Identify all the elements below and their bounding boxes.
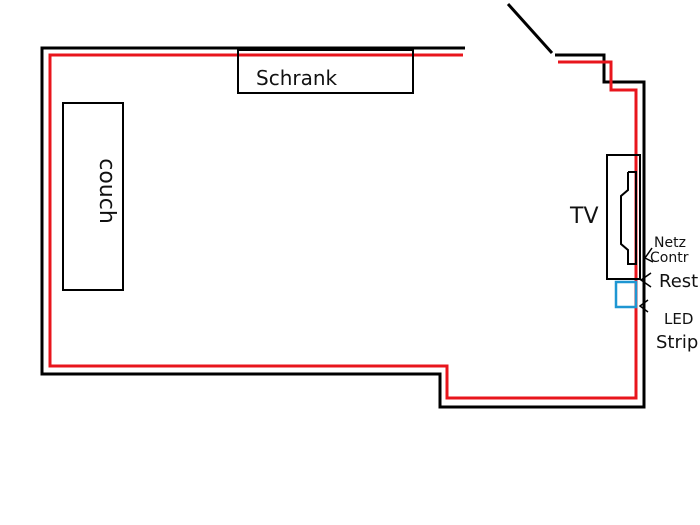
couch-label: couch — [94, 158, 119, 224]
tv-screen-shape — [620, 171, 637, 265]
door-line — [506, 2, 554, 55]
controller-label-line1: Netz — [654, 235, 686, 251]
led-strip-path — [48, 53, 638, 400]
led-arrow — [638, 299, 649, 313]
tv-label: TV — [569, 204, 599, 229]
led-label-line1: LED — [664, 310, 693, 328]
controller-box — [614, 280, 638, 309]
controller-arrow — [643, 247, 654, 263]
tv-cabinet-box — [606, 154, 641, 280]
couch-box — [62, 102, 124, 291]
cabinet-box — [237, 49, 414, 94]
rest-arrow — [639, 272, 652, 288]
led-label-line2: Strip — [656, 332, 698, 353]
rest-label: Rest — [659, 271, 698, 292]
cabinet-label: Schrank — [256, 66, 338, 90]
room-wall-outline — [40, 46, 646, 409]
controller-label-line2: Contr — [650, 250, 689, 266]
